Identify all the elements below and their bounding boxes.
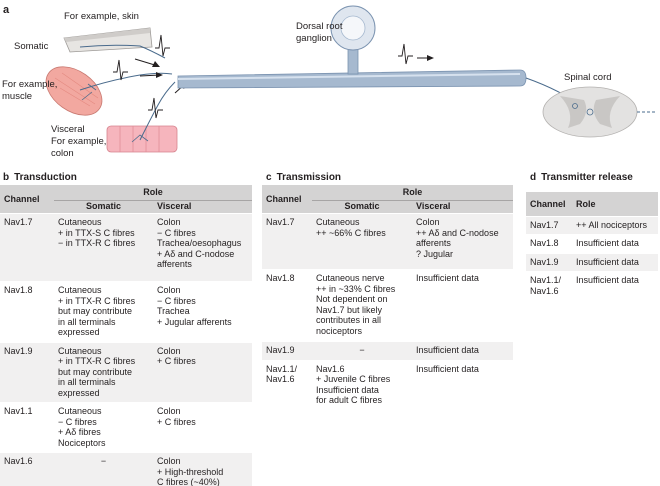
muscle-label-line2: muscle — [2, 91, 32, 102]
channel-cell: Nav1.6 — [4, 456, 33, 466]
table-row: Nav1.8 Cutaneous nerve ++ in ~33% C fibre… — [262, 269, 514, 342]
action-potential-icon — [148, 97, 163, 119]
drg-label-line2: ganglion — [296, 33, 332, 44]
channel-cell: Nav1.7 — [266, 217, 295, 227]
action-potential-icon — [155, 34, 170, 57]
somatic-header: Somatic — [85, 200, 121, 211]
table-row: Nav1.1/ Nav1.6 Nav1.6 + Juvenile C fibres… — [262, 360, 514, 412]
somatic-cell: Cutaneous ++ ~66% C fibres — [316, 217, 386, 238]
table-row: Nav1.1 Cutaneous − C fibres + Aδ fibres N… — [0, 402, 253, 453]
action-potential-icon — [398, 43, 413, 65]
channel-cell: Nav1.7 — [530, 219, 559, 230]
panel-a-letter: a — [3, 4, 10, 16]
nerve-pathway-diagram: a For example, skin Somatic For example,… — [2, 4, 655, 159]
table-row: Nav1.8 Cutaneous + in TTX-R C fibres but … — [0, 281, 253, 342]
panel-b-title-text: Transduction — [14, 172, 77, 183]
somatic-cell: Nav1.6 + Juvenile C fibres Insufficient … — [316, 363, 391, 406]
role-header: Role — [54, 185, 253, 201]
visceral-label: Visceral — [51, 124, 85, 135]
table-row: Nav1.9 Cutaneous + in TTX-R C fibres but … — [0, 342, 253, 403]
dorsal-root-ganglion — [330, 5, 376, 75]
visceral-header: Visceral — [157, 200, 192, 211]
role-header: Role — [576, 198, 596, 209]
visceral-cell: Colon − C fibres Trachea + Jugular affer… — [157, 285, 232, 327]
somatic-cell: − — [359, 345, 365, 355]
role-header: Role — [312, 185, 514, 201]
panel-d-title: d Transmitter release — [530, 172, 633, 183]
visceral-cell: Colon + High-threshold C fibres (~40%) — [157, 456, 224, 486]
visceral-cell: Colon + C fibres — [157, 345, 196, 367]
table-row: Nav1.7 Cutaneous ++ ~66% C fibres Colon ++… — [262, 213, 514, 270]
channel-cell: Nav1.7 — [4, 217, 33, 227]
panel-b-letter: b — [3, 172, 10, 183]
channel-header: Channel — [266, 193, 302, 204]
panel-d-title-text: Transmitter release — [541, 172, 633, 183]
channel-header: Channel — [4, 193, 40, 204]
channel-cell: Nav1.9 — [530, 256, 559, 267]
visceral-cell: Colon − C fibres Trachea/oesophagus + Aδ… — [157, 217, 242, 269]
colon-label-line2: colon — [51, 148, 74, 159]
visceral-header: Visceral — [416, 200, 451, 211]
channel-header: Channel — [530, 198, 566, 209]
visceral-cell: Insufficient data — [416, 363, 479, 374]
panel-d-letter: d — [530, 172, 537, 183]
somatic-cell: Cutaneous + in TTX-R C fibres but may co… — [58, 285, 136, 337]
table-row: Nav1.6 − Colon + High-threshold C fibres (… — [0, 452, 253, 486]
somatic-cell: Cutaneous − C fibres + Aδ fibres Nocicep… — [58, 406, 106, 448]
role-cell: Insufficient data — [576, 238, 639, 248]
channel-cell: Nav1.8 — [266, 273, 295, 283]
spinal-cord-label: Spinal cord — [564, 72, 612, 83]
somatic-cell: Cutaneous + in TTX-S C fibres − in TTX-R… — [58, 217, 136, 248]
muscle-illustration — [45, 66, 173, 116]
table-row: Nav1.9 Insufficient data — [526, 253, 658, 272]
visceral-cell: Insufficient data — [416, 345, 479, 355]
visceral-cell: Colon ++ Aδ and C-nodose afferents ? Jug… — [416, 217, 499, 259]
visceral-cell: Colon + C fibres — [157, 406, 196, 427]
somatic-label: Somatic — [14, 41, 49, 52]
role-cell: Insufficient data — [576, 275, 639, 285]
somatic-header: Somatic — [344, 200, 380, 211]
panel-c-title: c Transmission — [266, 172, 341, 183]
panel-b-title: b Transduction — [3, 172, 77, 183]
channel-cell: Nav1.1/ Nav1.6 — [266, 363, 298, 385]
skin-illustration — [63, 27, 166, 59]
somatic-cell: Cutaneous + in TTX-R C fibres but may co… — [58, 345, 136, 398]
channel-cell: Nav1.1 — [4, 406, 33, 416]
channel-cell: Nav1.8 — [4, 285, 33, 295]
muscle-label-line1: For example, — [2, 79, 57, 90]
somatic-cell: Cutaneous nerve ++ in ~33% C fibres Not … — [316, 273, 396, 336]
panel-c-title-text: Transmission — [276, 172, 342, 183]
table-row: Nav1.9 − Insufficient data — [262, 341, 514, 360]
channel-cell: Nav1.9 — [4, 345, 33, 356]
colon-label-line1: For example, — [51, 136, 106, 147]
channel-cell: Nav1.1/ Nav1.6 — [530, 275, 562, 296]
channel-cell: Nav1.8 — [530, 238, 559, 248]
visceral-cell: Insufficient data — [416, 273, 479, 283]
table-row: Nav1.7 ++ All nociceptors — [526, 216, 658, 235]
skin-label: For example, skin — [64, 11, 139, 22]
drg-label-line1: Dorsal root — [296, 21, 343, 32]
axon — [177, 69, 611, 115]
action-potential-icon — [113, 59, 128, 81]
spinal-cord-illustration — [542, 86, 655, 138]
table-row: Nav1.8 Insufficient data — [526, 234, 658, 253]
somatic-cell: − — [100, 456, 107, 466]
role-cell: ++ All nociceptors — [576, 219, 648, 230]
panel-c-letter: c — [266, 172, 272, 183]
table-row: Nav1.7 Cutaneous + in TTX-S C fibres − in… — [0, 213, 253, 282]
role-cell: Insufficient data — [576, 256, 639, 267]
colon-illustration — [106, 81, 178, 153]
channel-cell: Nav1.9 — [266, 345, 295, 355]
transmitter-release-table: Channel Role Nav1.7 ++ All nociceptors Na… — [526, 192, 658, 302]
table-row: Nav1.1/ Nav1.6 Insufficient data — [526, 271, 658, 302]
